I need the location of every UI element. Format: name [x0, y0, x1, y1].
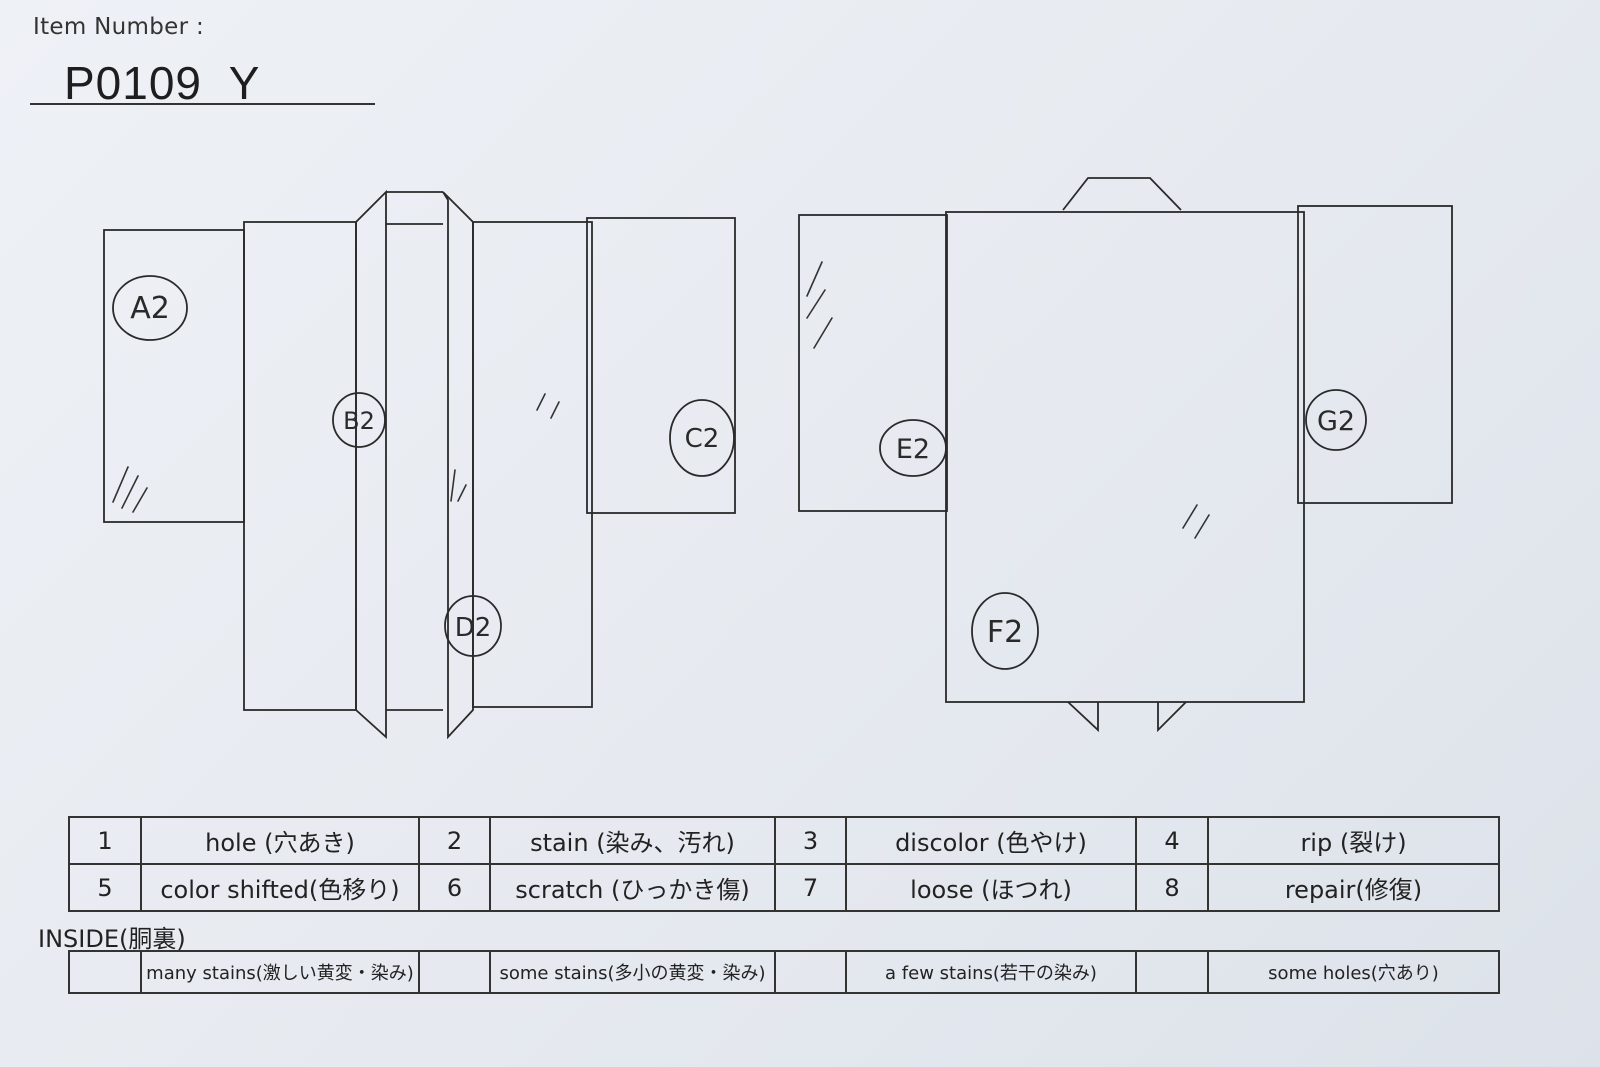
item-number-underline [30, 103, 375, 105]
mark-circle-d2 [444, 595, 502, 657]
defect-row: 1 hole (穴あき) 2 stain (染み、汚れ) 3 discolor … [68, 816, 1500, 865]
defect-number: 8 [1135, 863, 1209, 912]
defect-label: scratch (ひっかき傷) [489, 863, 776, 912]
back-left-sleeve [798, 214, 948, 512]
mark-circle-f2 [971, 592, 1039, 670]
mark-label-a2: A2 [130, 291, 170, 326]
defect-number: 1 [68, 816, 142, 865]
inside-check-cell[interactable] [774, 950, 847, 994]
mark-label-d2: D2 [455, 613, 492, 643]
defect-label: stain (染み、汚れ) [489, 816, 776, 865]
mark-label-c2: C2 [685, 424, 720, 454]
inside-option-label: some holes(穴あり) [1207, 950, 1500, 994]
back-body [945, 211, 1305, 703]
front-left-panel [243, 221, 357, 711]
mark-label-g2: G2 [1317, 406, 1355, 437]
mark-circle-e2 [879, 419, 947, 477]
front-right-collar [442, 191, 474, 740]
defect-row: 5 color shifted(色移り) 6 scratch (ひっかき傷) 7… [68, 863, 1500, 912]
defect-label: color shifted(色移り) [140, 863, 420, 912]
front-right-sleeve [586, 217, 736, 514]
item-number-value: P0109 Y [64, 57, 261, 109]
front-right-panel [472, 221, 593, 708]
defect-label: hole (穴あき) [140, 816, 420, 865]
back-right-sleeve [1297, 205, 1453, 504]
kimono-front [103, 189, 736, 740]
defect-label: repair(修復) [1207, 863, 1500, 912]
mark-circle-b2 [332, 392, 386, 448]
inside-option-label: some stains(多小の黄変・染み) [489, 950, 776, 994]
mark-circle-c2 [669, 399, 735, 477]
defect-number: 3 [774, 816, 847, 865]
item-number-label: Item Number : [33, 14, 205, 40]
inside-check-cell[interactable] [1135, 950, 1209, 994]
inside-section-label: INSIDE(胴裏) [38, 925, 186, 953]
back-collar [1062, 177, 1182, 211]
inside-check-cell[interactable] [68, 950, 142, 994]
defect-label: rip (裂け) [1207, 816, 1500, 865]
back-hem-tab-left [1067, 701, 1099, 733]
mark-circle-a2 [112, 275, 188, 341]
defect-number: 6 [418, 863, 491, 912]
defect-legend-table: 1 hole (穴あき) 2 stain (染み、汚れ) 3 discolor … [68, 816, 1500, 912]
inside-option-label: a few stains(若干の染み) [845, 950, 1137, 994]
inside-option-label: many stains(激しい黄変・染み) [140, 950, 420, 994]
defect-label: discolor (色やけ) [845, 816, 1137, 865]
mark-label-b2: B2 [343, 407, 375, 435]
defect-number: 4 [1135, 816, 1209, 865]
defect-number: 2 [418, 816, 491, 865]
defect-label: loose (ほつれ) [845, 863, 1137, 912]
back-hem-tab-right [1157, 701, 1187, 733]
defect-number: 5 [68, 863, 142, 912]
front-left-collar [355, 189, 387, 740]
mark-label-e2: E2 [896, 434, 930, 465]
mark-circle-g2 [1305, 389, 1367, 451]
inside-row: many stains(激しい黄変・染み) some stains(多小の黄変・… [68, 950, 1500, 994]
front-left-sleeve [103, 229, 245, 523]
kimono-back [798, 177, 1453, 733]
stain-hatch-marks [112, 261, 1210, 539]
inside-lining-table: many stains(激しい黄変・染み) some stains(多小の黄変・… [68, 950, 1500, 994]
defect-number: 7 [774, 863, 847, 912]
mark-label-f2: F2 [987, 615, 1023, 650]
inside-check-cell[interactable] [418, 950, 491, 994]
